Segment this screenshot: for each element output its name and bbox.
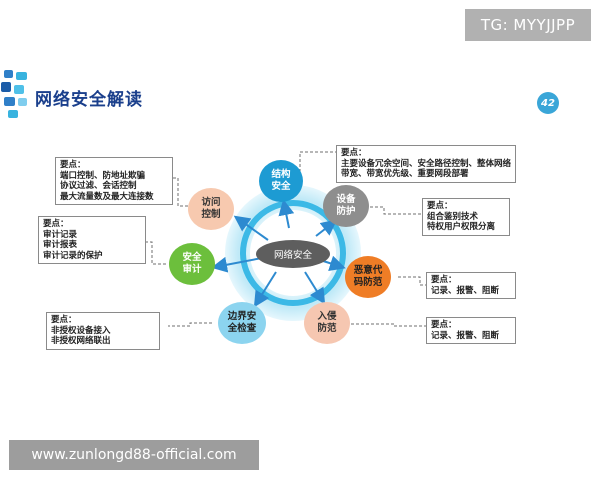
box-line: 特权用户权限分离 (427, 222, 496, 232)
connector-boundary (168, 322, 212, 327)
node-intrusion-prevention: 入侵 防范 (304, 302, 350, 344)
arrow-structure (278, 199, 295, 229)
box-line: 组合鉴别技术 (427, 211, 479, 222)
node-label: 恶意代 码防范 (353, 265, 383, 288)
box-line: 非授权设备接入 (51, 325, 111, 336)
info-box-structure: 要点： 主要设备冗余空间、安全路径控制、整体网络 带宽、带宽优先级、重要网段部署 (336, 145, 516, 183)
info-box-boundary: 要点： 非授权设备接入 非授权网络联出 (46, 312, 160, 350)
box-heading: 要点： (427, 201, 453, 211)
info-box-malware: 要点： 记录、报警、阻断 (426, 272, 516, 299)
arrow-device (315, 219, 338, 237)
connector-intrusion (346, 323, 426, 327)
box-line: 记录、报警、阻断 (431, 285, 500, 296)
info-box-access: 要点： 端口控制、防地址欺骗 协议过滤、会话控制 最大流量数及最大连接数 (55, 157, 173, 205)
watermark-url: www.zunlongd88-official.com (9, 440, 259, 470)
box-heading: 要点： (431, 275, 457, 285)
box-line: 协议过滤、会话控制 (60, 181, 137, 191)
arrow-access (233, 215, 269, 241)
page-number: 42 (537, 92, 559, 114)
logo-cluster-icon (1, 70, 27, 118)
node-label: 边界安 全检查 (227, 311, 257, 334)
connector-malware (398, 276, 426, 286)
node-malware-prevention: 恶意代 码防范 (345, 256, 391, 298)
box-heading: 要点： (341, 148, 367, 158)
box-heading: 要点： (60, 160, 86, 170)
arrow-boundary (253, 271, 277, 308)
hub-label: 网络安全 (256, 240, 330, 268)
page-title: 网络安全解读 (35, 90, 143, 110)
info-box-audit: 要点： 审计记录 审计报表 审计记录的保护 (38, 216, 146, 264)
box-line: 带宽、带宽优先级、重要网段部署 (341, 169, 469, 179)
connector-device (360, 206, 422, 215)
connector-audit (145, 241, 166, 265)
watermark-tg: TG: MYYJJPP (465, 9, 591, 41)
arrow-audit (211, 256, 263, 273)
box-line: 非授权网络联出 (51, 336, 111, 346)
node-boundary-check: 边界安 全检查 (218, 302, 266, 344)
box-heading: 要点： (43, 219, 69, 229)
node-label: 访问 控制 (201, 197, 221, 220)
info-box-intrusion: 要点： 记录、报警、阻断 (426, 317, 516, 344)
arrow-intrusion (304, 271, 326, 305)
node-access-control: 访问 控制 (188, 188, 234, 230)
node-label: 安全 审计 (182, 252, 202, 275)
connector-access (172, 177, 188, 207)
box-line: 记录、报警、阻断 (431, 330, 500, 341)
node-label: 入侵 防范 (317, 311, 337, 334)
node-security-audit: 安全 审计 (169, 243, 215, 285)
box-line: 审计记录的保护 (43, 250, 103, 261)
connector-structure (299, 151, 336, 172)
box-line: 审计报表 (43, 240, 78, 250)
box-heading: 要点： (51, 315, 77, 325)
node-label: 设备 防护 (336, 194, 356, 217)
node-structure-security: 结构 安全 (259, 160, 303, 202)
info-box-device: 要点： 组合鉴别技术 特权用户权限分离 (422, 198, 510, 236)
node-device-protection: 设备 防护 (323, 185, 369, 227)
node-label: 结构 安全 (271, 169, 291, 192)
box-heading: 要点： (431, 320, 457, 330)
box-line: 最大流量数及最大连接数 (60, 191, 154, 202)
box-line: 端口控制、防地址欺骗 (60, 170, 146, 181)
box-line: 主要设备冗余空间、安全路径控制、整体网络 (341, 158, 512, 169)
box-line: 审计记录 (43, 229, 78, 240)
